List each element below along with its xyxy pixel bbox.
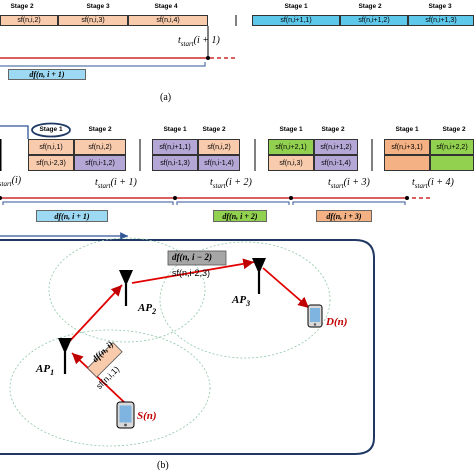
stage-label: Stage 1	[395, 126, 419, 133]
df-bracket-a	[0, 62, 206, 67]
timeline-dot	[173, 196, 177, 200]
coverage-area	[48, 237, 206, 343]
df-bracket-b	[176, 201, 290, 205]
cell-sf-b: sf(n,i-1,4)	[198, 155, 240, 171]
link-df-top: df(n, i − 2)	[172, 252, 212, 262]
phone-icon	[307, 304, 323, 328]
caption-b: (b)	[157, 460, 169, 471]
df-label-b: df(n, i + 2)	[213, 210, 267, 222]
df-label-a: df(n, i + 1)	[8, 69, 86, 80]
cell-sf-b: sf(n,i+1,2)	[314, 139, 358, 155]
cell-sf-b: sf(n,i-2,3)	[28, 155, 74, 171]
antenna-icon	[252, 258, 266, 294]
stage-label: Stage 2	[88, 126, 112, 133]
timeline-dot	[206, 56, 210, 60]
stage1-highlight	[31, 122, 71, 138]
stage-label: Stage 2	[10, 3, 34, 10]
link-ap1-ap2	[66, 284, 123, 345]
ap3-label: AP3	[232, 294, 251, 309]
cell-sf-b: sf(n,i,2)	[198, 139, 240, 155]
stage-label: Stage 4	[154, 3, 178, 10]
antenna-icon	[58, 338, 72, 374]
ap2-label: AP2	[138, 302, 157, 317]
tstart-label-b: tstart(i + 2)	[210, 177, 252, 190]
stage-label: Stage 1	[163, 126, 187, 133]
cell-sf-a3: sf(n,i,4)	[128, 15, 208, 26]
cell-sf-a4: sf(n,i+1,1)	[252, 15, 340, 26]
cell-sf-a1: sf(n,i,2)	[0, 15, 58, 26]
cell-sf-a5: sf(n,i+1,2)	[340, 15, 408, 26]
cell-sf-b: sf(n,i-1,3)	[152, 155, 198, 171]
df-label-b: df(n, i + 1)	[36, 210, 108, 222]
df-bracket-b	[2, 201, 174, 205]
coverage-area	[9, 329, 211, 447]
tstart-label-a: tstart(i + 1)	[178, 35, 220, 48]
dest-label: D(n)	[326, 316, 348, 328]
timeline-dot	[0, 196, 2, 200]
antenna-icon	[119, 270, 133, 306]
cell-sf-b: sf(n,i-1,2)	[74, 155, 126, 171]
stage-label: Stage 2	[321, 126, 345, 133]
df-link-box-top	[167, 250, 227, 266]
tstart-label-b: tstart(i)	[0, 175, 22, 188]
ap1-label: AP1	[36, 363, 55, 378]
cell-sf-a2: sf(n,i,3)	[58, 15, 128, 26]
link-ap3-dest	[262, 267, 310, 309]
coverage-area	[159, 241, 331, 359]
tstart-label-b: tstart(i + 1)	[95, 177, 137, 190]
stage-label: Stage 3	[428, 3, 452, 10]
link-source-ap1	[71, 352, 125, 403]
cell-sf-b: sf(n,i+2,1)	[268, 139, 314, 155]
stage-label: Stage 1	[39, 126, 63, 133]
timeline-dot	[289, 196, 293, 200]
link-sf-top: sf(n,i-2,3)	[172, 268, 211, 278]
df-label-b: df(n, i + 3)	[316, 210, 372, 222]
cell-sf-b: sf(n,i-1,4)	[314, 155, 358, 171]
df-link-box-left	[86, 341, 123, 378]
network-panel	[0, 239, 375, 455]
stage-label: Stage 1	[284, 3, 308, 10]
cell-sf-b: sf(n,i,3)	[268, 155, 314, 171]
stage-label: Stage 2	[358, 3, 382, 10]
tstart-label-b: tstart(i + 3)	[328, 177, 370, 190]
cell-sf-b: sf(n,i+1,1)	[152, 139, 198, 155]
stage-label: Stage 2	[442, 126, 466, 133]
cell-sf-b: sf(n,i+3,1)	[384, 139, 430, 155]
cell-sf-b	[384, 155, 430, 171]
caption-a: (a)	[160, 92, 172, 103]
cell-sf-b: sf(n,i,1)	[28, 139, 74, 155]
stage-label: Stage 1	[279, 126, 303, 133]
link-arrow-b	[0, 125, 29, 139]
stage-label: Stage 3	[86, 3, 110, 10]
phone-icon	[116, 401, 135, 429]
link-ap2-ap3	[131, 258, 255, 284]
df-bracket-b	[292, 201, 406, 205]
cell-sf-b: sf(n,i,2)	[74, 139, 126, 155]
timeline-dot	[405, 196, 409, 200]
stage-label: Stage 2	[202, 126, 226, 133]
source-label: S(n)	[137, 410, 157, 422]
tstart-label-b: tstart(i + 4)	[412, 177, 454, 190]
